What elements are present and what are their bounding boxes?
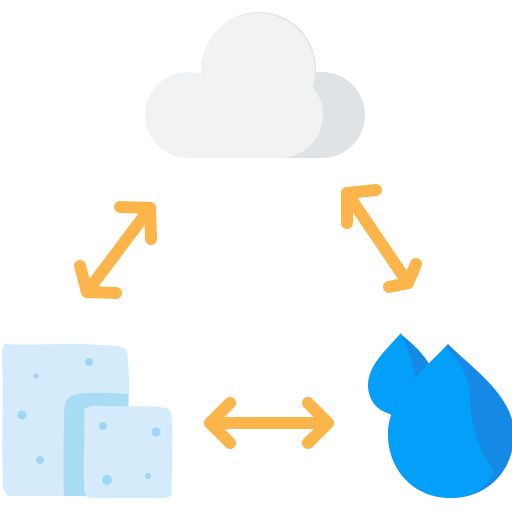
double-arrow-icon xyxy=(341,184,422,293)
cloud-icon xyxy=(145,12,365,158)
water-drops-icon xyxy=(368,333,512,498)
big-drop xyxy=(388,346,494,498)
double-arrow-icon xyxy=(74,201,157,299)
small-ice-cube xyxy=(83,405,173,498)
ice-dots xyxy=(17,358,161,485)
double-arrow-icon xyxy=(204,397,334,449)
ice-cubes-icon xyxy=(2,343,173,498)
cloud-body xyxy=(145,13,323,158)
